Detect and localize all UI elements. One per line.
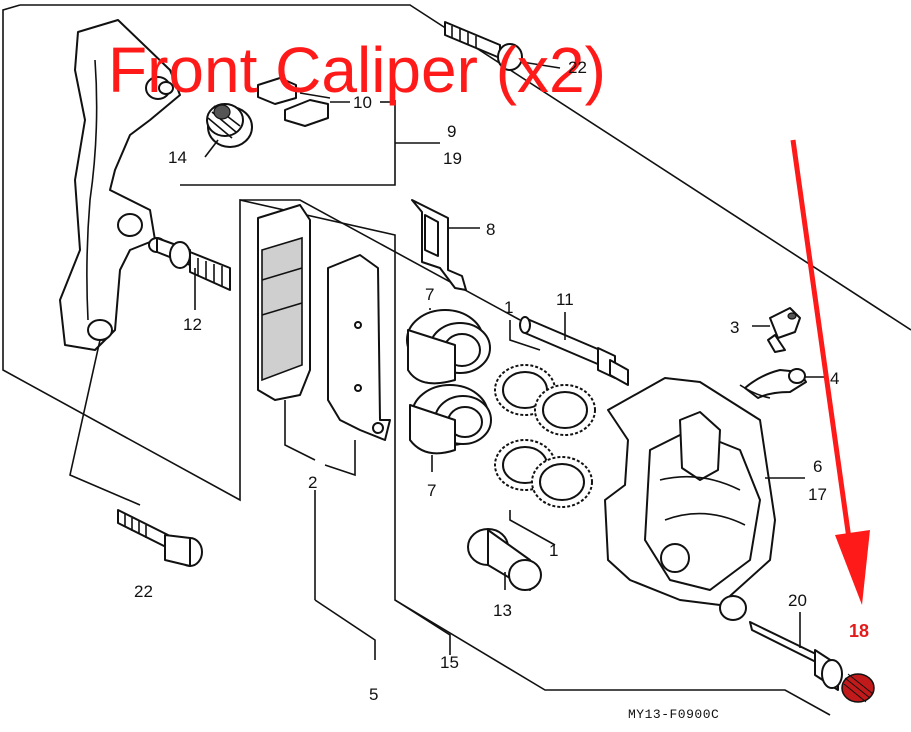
brake-pad-right	[327, 254, 391, 441]
plug-18-highlighted	[841, 673, 875, 703]
label-5: 5	[369, 685, 378, 704]
label-8: 8	[486, 220, 495, 239]
label-14: 14	[168, 148, 187, 167]
label-2: 2	[308, 473, 317, 492]
label-11: 11	[556, 290, 574, 309]
label-19: 19	[443, 149, 462, 168]
pad-spring-10	[257, 77, 350, 127]
red-arrow	[790, 139, 870, 605]
label-15: 15	[440, 653, 459, 672]
brake-pad-left	[257, 204, 311, 401]
label-10: 10	[353, 93, 372, 112]
pad-2-bracket	[284, 400, 451, 660]
pad-spring-8	[411, 199, 480, 291]
bleeder-cap-4	[739, 368, 825, 399]
label-6: 6	[813, 457, 822, 476]
label-7-upper: 7	[425, 285, 434, 304]
outer-frame	[2, 4, 911, 716]
label-1-lower: 1	[549, 541, 558, 560]
group-9-19-bracket	[180, 100, 440, 186]
bolt-22	[117, 509, 203, 567]
label-1-upper: 1	[504, 298, 513, 317]
diagram-title: Front Caliper (x2)	[108, 34, 606, 106]
pin-20	[749, 612, 843, 691]
pin-13	[467, 528, 542, 591]
label-20: 20	[788, 591, 807, 610]
label-4: 4	[830, 369, 839, 388]
bleeder-3	[752, 307, 801, 353]
pin-12-top	[158, 81, 174, 95]
slide-pin-11	[519, 312, 629, 386]
label-13: 13	[493, 601, 512, 620]
label-3: 3	[730, 318, 739, 337]
bolt-22-top	[444, 21, 561, 71]
plug-14	[204, 103, 253, 158]
label-9: 9	[447, 122, 456, 141]
diagram-code: MY13-F0900C	[628, 707, 719, 722]
piston-7-lower	[409, 384, 492, 455]
label-12: 12	[183, 315, 202, 334]
label-7-lower: 7	[427, 481, 436, 500]
pin-bolt-12	[148, 237, 231, 310]
label-17: 17	[808, 485, 827, 504]
label-22-bottom: 22	[134, 582, 153, 601]
piston-seals-1	[494, 364, 596, 508]
caliper-body	[604, 377, 805, 621]
label-18: 18	[849, 621, 869, 641]
piston-7-upper	[406, 309, 491, 385]
label-22-top: 22	[568, 58, 587, 77]
